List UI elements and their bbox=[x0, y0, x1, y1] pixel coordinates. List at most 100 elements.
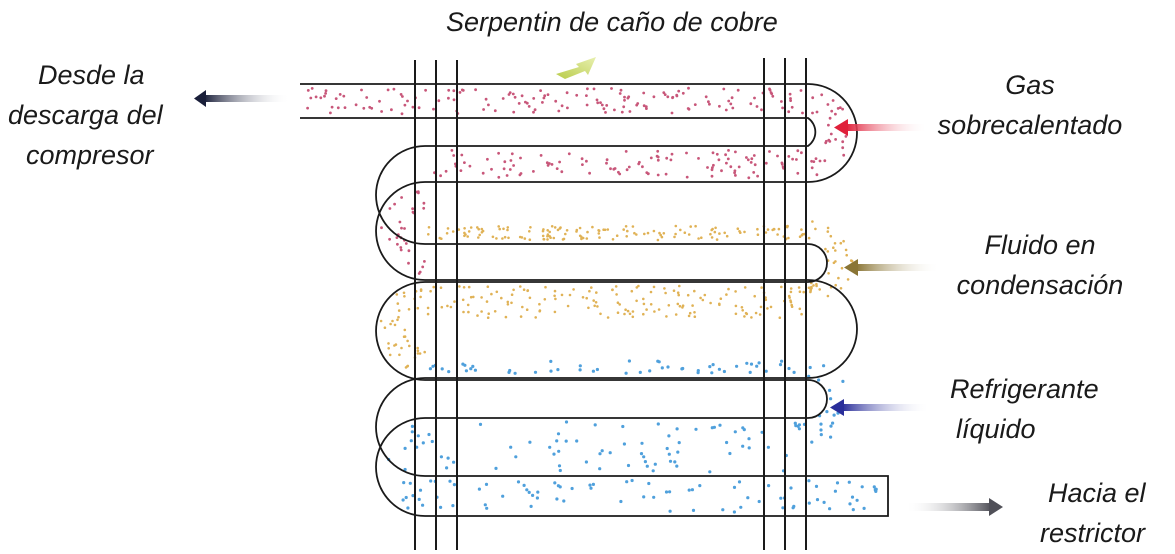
fluid-dot bbox=[642, 302, 646, 306]
fluid-dot bbox=[747, 446, 751, 450]
fluid-dot bbox=[637, 162, 641, 166]
fluid-dot bbox=[394, 343, 398, 346]
fluid-dot bbox=[642, 312, 645, 316]
fluid-dot bbox=[844, 135, 848, 138]
fluid-dot bbox=[666, 95, 670, 99]
fluid-dot bbox=[543, 94, 547, 98]
fluid-dot bbox=[826, 226, 830, 230]
fluid-dot bbox=[600, 103, 604, 107]
fluid-dot bbox=[727, 287, 730, 291]
fluid-dot bbox=[791, 506, 795, 510]
fluid-dot bbox=[513, 95, 517, 99]
fluid-dot bbox=[478, 422, 483, 426]
fluid-dot bbox=[610, 87, 613, 90]
fluid-dot bbox=[844, 248, 848, 252]
fluid-dot bbox=[687, 233, 691, 236]
fluid-dot bbox=[399, 248, 403, 252]
fluid-dot bbox=[498, 227, 502, 231]
fluid-dot bbox=[396, 242, 399, 246]
fluid-dot bbox=[626, 309, 630, 313]
fluid-dot bbox=[646, 231, 650, 235]
fluid-dot bbox=[506, 228, 509, 232]
fluid-dot bbox=[752, 171, 756, 174]
fluid-dot bbox=[506, 300, 510, 304]
fluid-dot bbox=[776, 154, 779, 158]
fluid-dot bbox=[800, 228, 803, 231]
fluid-dot bbox=[578, 368, 582, 372]
fluid-dot bbox=[649, 290, 653, 294]
fluid-dot bbox=[678, 304, 682, 308]
fluid-dot bbox=[719, 297, 723, 301]
fluid-dot bbox=[746, 496, 750, 500]
fluid-dot bbox=[598, 236, 601, 239]
fluid-dot bbox=[543, 298, 547, 301]
fluid-dot bbox=[628, 110, 632, 113]
fluid-dot bbox=[631, 310, 635, 313]
fluid-dot bbox=[482, 108, 485, 111]
fluid-dot bbox=[819, 428, 823, 432]
fluid-dot bbox=[778, 363, 783, 367]
fluid-dot bbox=[606, 228, 610, 231]
fluid-dot bbox=[538, 302, 541, 306]
fluid-dot bbox=[471, 364, 475, 368]
fluid-dot bbox=[793, 421, 797, 425]
fluid-dot bbox=[446, 304, 449, 308]
fluid-dot bbox=[664, 291, 667, 295]
fluid-dot bbox=[630, 478, 634, 483]
fluid-dot bbox=[459, 169, 463, 173]
fluid-dot bbox=[720, 169, 723, 173]
fluid-dot bbox=[831, 99, 835, 102]
fluid-dot bbox=[528, 440, 532, 444]
fluid-dot bbox=[836, 107, 840, 110]
fluid-dot bbox=[801, 111, 804, 115]
fluid-dot bbox=[407, 308, 411, 311]
fluid-dot bbox=[512, 288, 515, 292]
fluid-dot bbox=[429, 479, 433, 483]
fluid-dot bbox=[585, 296, 588, 300]
fluid-dot bbox=[663, 93, 667, 96]
fluid-dot bbox=[704, 95, 708, 99]
fluid-dot bbox=[504, 315, 508, 319]
fluid-dot bbox=[643, 460, 648, 464]
fluid-dot bbox=[749, 102, 753, 106]
fluid-dot bbox=[581, 163, 584, 167]
fluid-dot bbox=[622, 105, 626, 109]
fluid-dot bbox=[534, 316, 537, 319]
fluid-dot bbox=[416, 306, 420, 310]
fluid-dot bbox=[397, 315, 400, 319]
fluid-dot bbox=[501, 97, 505, 100]
fluid-dot bbox=[558, 468, 562, 473]
fluid-dot bbox=[329, 111, 332, 115]
fluid-dot bbox=[445, 466, 449, 470]
fluid-dot bbox=[743, 315, 746, 318]
fluid-dot bbox=[336, 106, 340, 110]
fluid-dot bbox=[507, 236, 510, 240]
fluid-dot bbox=[828, 507, 832, 511]
fluid-dot bbox=[403, 446, 407, 450]
fluid-dot bbox=[780, 100, 783, 103]
fluid-dot bbox=[760, 430, 764, 434]
fluid-dot bbox=[549, 369, 553, 373]
fluid-dot bbox=[708, 102, 711, 106]
fluid-dot bbox=[656, 173, 660, 177]
fluid-dot bbox=[401, 498, 405, 502]
fluid-dot bbox=[745, 156, 748, 159]
fluid-dot bbox=[645, 464, 649, 468]
fluid-dot bbox=[416, 434, 420, 438]
fluid-dot bbox=[809, 289, 812, 293]
fluid-dot bbox=[528, 230, 531, 233]
fluid-dot bbox=[736, 227, 740, 230]
fluid-dot bbox=[529, 504, 533, 508]
fluid-dot bbox=[811, 220, 814, 223]
fluid-dot bbox=[834, 283, 837, 287]
fluid-dot bbox=[519, 315, 523, 318]
fluid-dot bbox=[591, 369, 596, 373]
fluid-dot bbox=[480, 310, 483, 313]
fluid-dot bbox=[423, 350, 427, 354]
fluid-dot bbox=[519, 172, 523, 175]
fluid-dot bbox=[532, 170, 535, 173]
superheated-gas-arrow bbox=[834, 119, 928, 136]
fluid-dot bbox=[594, 301, 598, 304]
fluid-dot bbox=[604, 111, 607, 114]
fluid-dot bbox=[624, 308, 627, 312]
